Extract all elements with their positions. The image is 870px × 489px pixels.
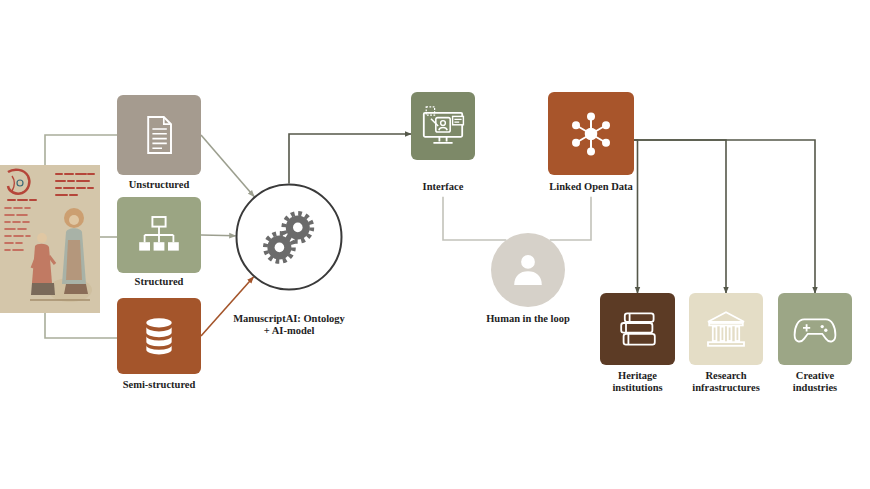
circle-fill [491, 233, 565, 307]
icon-glyph [148, 117, 171, 153]
box-shape [600, 293, 675, 365]
node-label: Research infrastructures [683, 370, 769, 394]
node-icon [702, 305, 750, 353]
rect-shape [0, 165, 100, 313]
connector-line [634, 140, 638, 293]
rect-shape [0, 165, 100, 313]
node-icon [566, 109, 616, 159]
line-shape [56, 180, 89, 182]
node-label: Semi-structured [104, 379, 214, 391]
icon-glyph [265, 213, 311, 261]
icon-glyph [795, 319, 836, 341]
line-shape [8, 170, 29, 194]
icon-glyph [621, 313, 655, 344]
node-icon [614, 305, 662, 353]
manuscript-image [0, 165, 100, 313]
icon-glyph [708, 312, 744, 346]
process-circle: Human in the loop [473, 233, 583, 325]
node-label: Structured [104, 276, 214, 288]
circle-outline [491, 233, 565, 307]
node-label: Interface [398, 181, 488, 193]
line-shape [100, 236, 117, 238]
line-shape [31, 283, 55, 295]
node-icon [249, 197, 329, 277]
connector-line [201, 234, 236, 236]
category-box: Heritage institutions [600, 293, 675, 394]
node-icon [135, 211, 183, 259]
line-shape [62, 228, 86, 284]
circle-fill [237, 185, 342, 290]
category-box: Research infrastructures [683, 293, 769, 394]
node-label: Linked Open Data [531, 181, 651, 193]
line-shape [5, 214, 27, 216]
node-icon [419, 102, 467, 150]
node-icon [791, 305, 839, 353]
line-shape [56, 173, 94, 175]
shape-group [8, 174, 94, 200]
node-label: Creative industries [776, 370, 854, 394]
box-shape [689, 293, 763, 365]
line-shape [12, 176, 14, 191]
line-shape [5, 228, 26, 230]
line-shape [5, 249, 23, 251]
category-box: Semi-structured [104, 298, 214, 391]
icon-glyph [139, 217, 179, 251]
category-box: Structured [104, 197, 214, 288]
box-shape [411, 92, 475, 160]
icon-glyph [514, 255, 542, 285]
circle-shape [17, 180, 23, 186]
box-shape [548, 92, 634, 175]
node-label: ManuscriptAI: Ontology + AI-model [231, 313, 347, 337]
connector-line [634, 140, 815, 293]
line-shape [8, 199, 36, 201]
source-lines [45, 135, 117, 338]
icon-glyph [572, 112, 610, 155]
line-shape [32, 256, 55, 268]
icon-glyph [146, 318, 171, 354]
line-shape [64, 284, 88, 294]
circle-shape [491, 233, 565, 307]
connector-line [289, 134, 411, 184]
circle-shape [235, 183, 343, 291]
line-shape [5, 242, 22, 244]
node-icon [135, 111, 183, 159]
line-shape [5, 207, 30, 209]
node-label: Human in the loop [473, 313, 583, 325]
category-box: Interface [398, 92, 488, 193]
line-shape [45, 313, 117, 338]
node-label: Heritage institutions [600, 370, 675, 394]
node-icon [505, 247, 551, 293]
connector-line [201, 135, 254, 196]
box-shape [117, 95, 201, 175]
box-shape [778, 293, 852, 365]
category-box: Unstructured [104, 95, 214, 191]
box-shape [117, 298, 201, 374]
connector-line [201, 277, 253, 336]
connector-line [634, 140, 726, 293]
line-shape [66, 240, 82, 280]
circle-shape [69, 215, 79, 225]
line-shape [56, 194, 77, 196]
line-shape [45, 135, 117, 165]
line-shape [5, 235, 30, 237]
circle-shape [37, 233, 47, 243]
node-icon [136, 313, 182, 359]
process-circle: ManuscriptAI: Ontology + AI-model [231, 183, 347, 337]
circle-shape [64, 208, 84, 228]
box-shape [117, 197, 201, 273]
line-shape [30, 299, 90, 301]
icon-glyph [424, 107, 464, 143]
connector-line [550, 197, 591, 240]
category-box: Creative industries [776, 293, 854, 394]
connector-line [443, 197, 506, 240]
shape-group [5, 208, 30, 250]
category-box: Linked Open Data [531, 92, 651, 193]
line-shape [5, 221, 29, 223]
node-label: Unstructured [104, 179, 214, 191]
line-shape [56, 187, 93, 189]
